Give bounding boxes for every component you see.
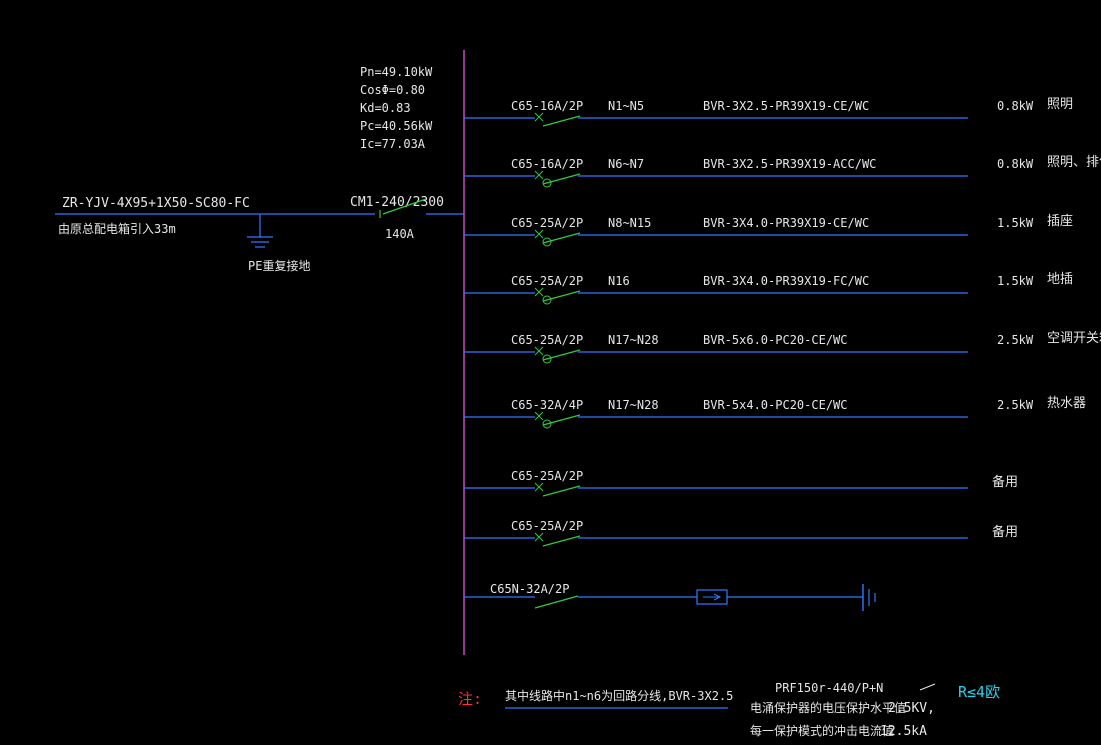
breaker-switch [542, 485, 581, 497]
rcd-icon [542, 419, 552, 429]
breaker-switch [542, 232, 581, 244]
circuit-row: C65-25A/2P N17~N28 BVR-5x6.0-PC20-CE/WC 2.5… [464, 330, 1101, 364]
breaker-switch [542, 173, 581, 185]
circuit-id: N17~N28 [608, 333, 659, 347]
breaker-label: C65-32A/4P [511, 398, 583, 412]
rcd-icon [542, 354, 552, 364]
spd-circuit: C65N-32A/2P [464, 582, 876, 611]
outgoing-circuits: C65-16A/2P N1~N5 BVR-3X2.5-PR39X19-CE/WC 0.… [464, 97, 1101, 547]
circuit-id: N17~N28 [608, 398, 659, 412]
param-kd: Kd=0.83 [360, 101, 411, 115]
cable-spec: BVR-3X2.5-PR39X19-ACC/WC [703, 157, 876, 171]
spd-line1-value: 2.5KV, [888, 701, 935, 716]
param-pc: Pc=40.56kW [360, 119, 433, 133]
breaker-switch [542, 535, 581, 547]
load-power: 0.8kW [997, 99, 1034, 113]
resistance-label: R≤4欧 [958, 683, 1000, 701]
load-name: 热水器 [1047, 396, 1086, 411]
spd-breaker-label: C65N-32A/2P [490, 582, 569, 596]
load-name: 空调开关箱 [1047, 330, 1101, 346]
load-name: 照明 [1047, 97, 1073, 112]
load-name: 插座 [1047, 214, 1073, 229]
breaker-label: C65-25A/2P [511, 469, 583, 483]
breaker-switch [542, 414, 581, 426]
circuit-id: N16 [608, 274, 630, 288]
param-ic: Ic=77.03A [360, 137, 426, 151]
cable-spec: BVR-3X4.0-PR39X19-FC/WC [703, 274, 869, 288]
circuit-row: C65-25A/2P 备用 [464, 519, 1018, 547]
note-label: 注: [458, 690, 482, 708]
spd-line2-value: 12.5kA [880, 724, 927, 739]
cable-spec: BVR-3X2.5-PR39X19-CE/WC [703, 99, 869, 113]
breaker-label: C65-25A/2P [511, 519, 583, 533]
breaker-label: C65-25A/2P [511, 274, 583, 288]
cable-spec: BVR-5x6.0-PC20-CE/WC [703, 333, 848, 347]
spd-line1-label: 电涌保护器的电压保护水平值 [750, 700, 906, 715]
incoming-source-label: 由原总配电箱引入33m [58, 221, 176, 236]
incoming-feeder: ZR-YJV-4X95+1X50-SC80-FC 由原总配电箱引入33m PE重… [55, 196, 375, 273]
ground-icon [862, 584, 876, 611]
breaker-label: C65-16A/2P [511, 99, 583, 113]
load-power: 1.5kW [997, 216, 1034, 230]
load-power: 2.5kW [997, 333, 1034, 347]
load-power: 1.5kW [997, 274, 1034, 288]
main-breaker-model: CM1-240/2300 [350, 195, 444, 210]
main-breaker-rating: 140A [385, 227, 415, 241]
breaker-label: C65-25A/2P [511, 333, 583, 347]
circuit-row: C65-25A/2P N16 BVR-3X4.0-PR39X19-FC/WC 1.5k… [464, 272, 1073, 305]
breaker-switch [542, 349, 581, 361]
load-parameters: Pn=49.10kW CosΦ=0.80 Kd=0.83 Pc=40.56kW … [360, 65, 433, 151]
main-breaker: CM1-240/2300 140A [350, 195, 464, 241]
load-power: 0.8kW [997, 157, 1034, 171]
spd-model: PRF150r-440/P+N [775, 681, 883, 695]
breaker-label: C65-25A/2P [511, 216, 583, 230]
circuit-row: C65-16A/2P N6~N7 BVR-3X2.5-PR39X19-ACC/WC 0… [464, 154, 1101, 188]
param-cos: CosΦ=0.80 [360, 83, 425, 97]
earth-symbol [247, 214, 273, 248]
circuit-row: C65-25A/2P 备用 [464, 469, 1018, 497]
cable-spec: BVR-5x4.0-PC20-CE/WC [703, 398, 848, 412]
load-name: 地插 [1047, 272, 1073, 287]
load-power: 2.5kW [997, 398, 1034, 412]
cable-spec: BVR-3X4.0-PR39X19-CE/WC [703, 216, 869, 230]
circuit-id: N8~N15 [608, 216, 651, 230]
circuit-row: C65-32A/4P N17~N28 BVR-5x4.0-PC20-CE/WC 2.5… [464, 396, 1086, 429]
breaker-switch [542, 290, 581, 302]
rcd-icon [542, 295, 552, 305]
circuit-row: C65-16A/2P N1~N5 BVR-3X2.5-PR39X19-CE/WC 0.… [464, 97, 1073, 127]
breaker-switch [542, 115, 581, 127]
spd-line2-label: 每一保护模式的冲击电流值 [750, 723, 894, 738]
breaker-label: C65-16A/2P [511, 157, 583, 171]
note-text: 其中线路中n1~n6为回路分线,BVR-3X2.5 [505, 688, 733, 703]
incoming-cable-label: ZR-YJV-4X95+1X50-SC80-FC [62, 196, 250, 211]
rcd-icon [542, 237, 552, 247]
earth-label: PE重复接地 [248, 258, 310, 273]
rcd-icon [542, 178, 552, 188]
load-name: 照明、排气 [1047, 154, 1101, 170]
circuit-row: C65-25A/2P N8~N15 BVR-3X4.0-PR39X19-CE/WC 1… [464, 214, 1073, 247]
load-name: 备用 [992, 474, 1018, 490]
notes: 注: 其中线路中n1~n6为回路分线,BVR-3X2.5 PRF150r-440… [458, 681, 1000, 739]
load-name: 备用 [992, 524, 1018, 540]
circuit-id: N6~N7 [608, 157, 644, 171]
param-pn: Pn=49.10kW [360, 65, 433, 79]
circuit-id: N1~N5 [608, 99, 644, 113]
